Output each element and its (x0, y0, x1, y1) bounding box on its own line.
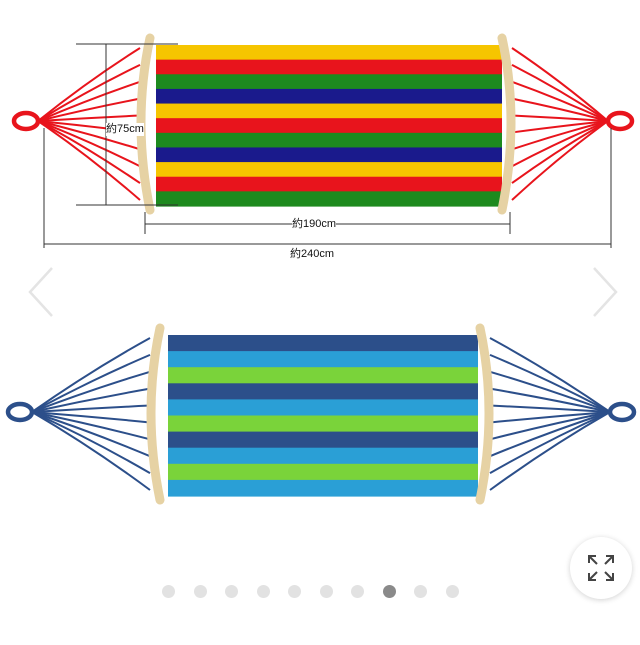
top-rope (511, 120, 609, 184)
bed-length-dimension-label: 約190cm (292, 218, 337, 231)
top-stripe (156, 162, 502, 178)
bottom-rope (31, 411, 151, 458)
pagination-dots (0, 584, 640, 600)
bottom-rope (31, 411, 151, 491)
top-left-loop (11, 110, 41, 132)
previous-image-button[interactable] (26, 262, 56, 322)
bottom-stripe (168, 367, 478, 384)
bottom-stripe (168, 447, 478, 465)
top-rope (511, 97, 609, 122)
top-rope (511, 63, 609, 122)
expand-image-button[interactable] (570, 537, 632, 599)
top-rope (37, 97, 141, 122)
bottom-fabric (168, 335, 478, 497)
bottom-stripe (168, 383, 478, 400)
bottom-right-loop (607, 401, 637, 423)
width-dimension-label: 約75cm (106, 123, 144, 136)
bottom-stripe (168, 351, 478, 368)
pagination-dot[interactable] (162, 585, 175, 598)
top-rope (511, 114, 609, 122)
bottom-rope (31, 387, 151, 413)
bottom-rope (31, 411, 151, 424)
bottom-rope (31, 411, 151, 474)
top-rope (511, 120, 609, 201)
bottom-hammock (5, 323, 637, 505)
pagination-dot[interactable] (382, 585, 396, 598)
bottom-stripe (168, 463, 478, 481)
chevron-right-icon (593, 267, 618, 317)
top-rope (511, 47, 609, 122)
top-ropes (37, 47, 609, 201)
next-image-button[interactable] (590, 262, 620, 322)
bottom-stripe (168, 415, 478, 433)
bottom-rope (489, 337, 611, 413)
bottom-rope (31, 353, 151, 413)
bottom-stripe (168, 335, 478, 352)
bottom-stripe (168, 399, 478, 417)
pagination-dot[interactable] (319, 585, 333, 598)
bottom-rope (489, 353, 611, 413)
top-rope (37, 47, 141, 122)
total-length-dimension-label: 約240cm (290, 248, 335, 261)
bottom-rope (489, 411, 611, 424)
top-rope (37, 120, 141, 201)
top-stripe (156, 147, 502, 163)
top-hammock (11, 33, 635, 215)
top-rope (511, 80, 609, 122)
bottom-rope (489, 411, 611, 441)
bottom-rope (489, 404, 611, 413)
top-rope (37, 80, 141, 122)
top-stripe (156, 88, 502, 105)
top-stripe (156, 59, 502, 75)
top-stripe (156, 103, 502, 119)
bottom-rope (31, 411, 151, 441)
top-rope (37, 63, 141, 122)
top-stripe (156, 191, 502, 207)
bottom-stripe (168, 479, 478, 497)
bottom-rope (31, 370, 151, 413)
top-stripe (156, 45, 502, 61)
top-stripe (156, 132, 502, 149)
top-right-loop (605, 110, 635, 132)
top-right-spreader-bar (497, 33, 516, 215)
bottom-left-spreader-bar (146, 323, 165, 505)
top-stripe (156, 176, 502, 192)
top-rope (511, 120, 609, 134)
top-rope (37, 120, 141, 184)
pagination-dot[interactable] (414, 585, 427, 598)
bottom-rope (31, 337, 151, 413)
pagination-dot[interactable] (351, 585, 364, 598)
expand-icon (588, 555, 614, 581)
bottom-right-spreader-bar (475, 323, 494, 505)
bottom-left-loop (5, 401, 35, 423)
pagination-dot[interactable] (445, 585, 459, 598)
top-fabric (156, 45, 502, 207)
top-rope (511, 120, 609, 168)
chevron-left-icon (28, 267, 53, 317)
bottom-stripe (168, 431, 478, 449)
top-rope (37, 120, 141, 168)
pagination-dot[interactable] (193, 585, 207, 598)
top-rope (511, 120, 609, 151)
pagination-dot[interactable] (225, 585, 238, 598)
bottom-rope (489, 411, 611, 491)
bottom-rope (489, 411, 611, 458)
pagination-dot[interactable] (256, 585, 270, 598)
top-stripe (156, 74, 502, 90)
bottom-rope (489, 387, 611, 413)
bottom-rope (489, 370, 611, 413)
top-rope (37, 114, 141, 122)
pagination-dot[interactable] (288, 585, 301, 598)
bottom-rope (489, 411, 611, 474)
top-rope (37, 120, 141, 151)
bottom-ropes (31, 337, 611, 491)
top-left-spreader-bar (136, 33, 155, 215)
bottom-rope (31, 404, 151, 413)
top-stripe (156, 118, 502, 134)
